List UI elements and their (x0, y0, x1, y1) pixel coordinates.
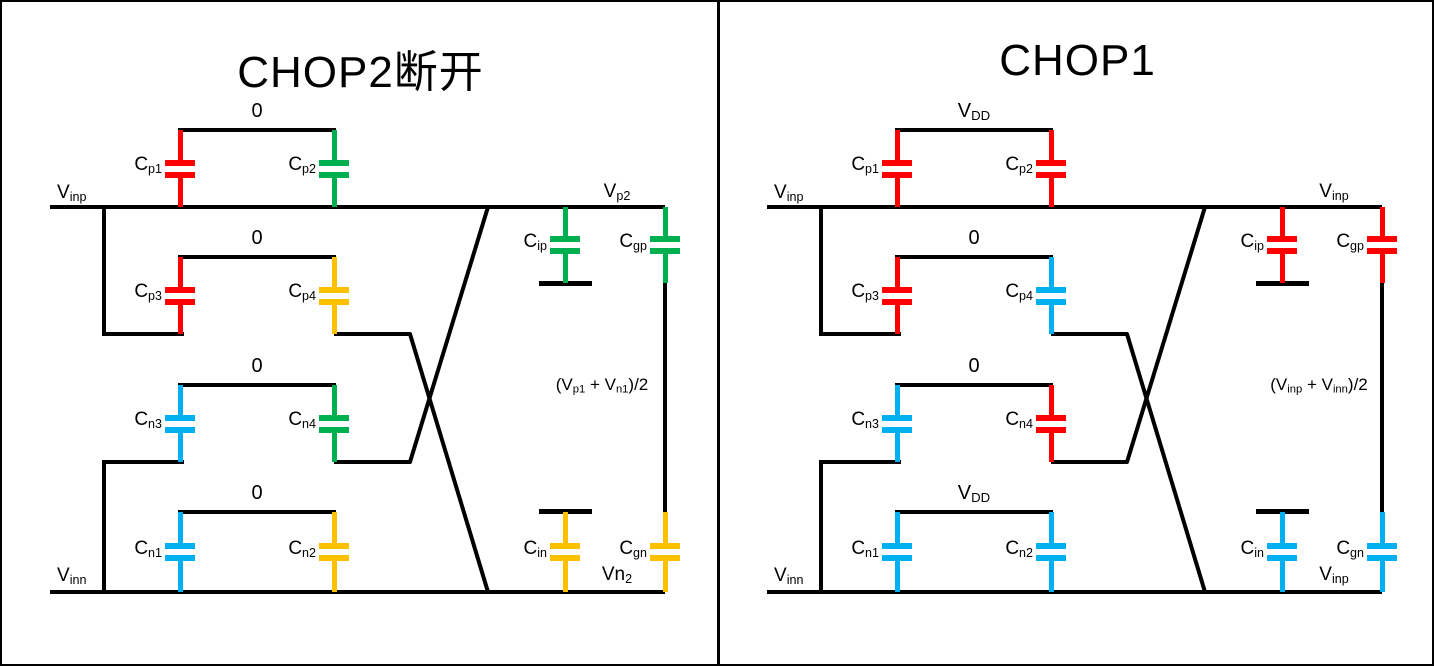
capacitor-label-cp1: Cp1 (134, 154, 162, 176)
capacitor-cp4 (319, 257, 349, 334)
capacitor-label-cip: Cip (1240, 231, 1265, 253)
capacitor-label-cgp: Cgp (1336, 231, 1364, 253)
wire-branch-upper (102, 205, 106, 336)
bar-label-row1: VDD (957, 100, 991, 123)
wire-branch-upper (819, 205, 823, 336)
capacitor-label-cp4: Cp4 (1005, 281, 1033, 303)
node-label-top-right: Vinp (1319, 181, 1349, 203)
panel-title: CHOP2断开 (237, 48, 484, 97)
common-mode-label: (Vinp + Vinn)/2 (1270, 375, 1368, 396)
bar-label-row2: 0 (968, 227, 980, 249)
node-label-top-left: Vinp (774, 182, 804, 204)
common-mode-label: (Vp1 + Vn1)/2 (555, 375, 649, 396)
capacitor-label-cip: Cip (523, 231, 548, 253)
wire-cin-terminal (539, 509, 592, 514)
wire-bar-row2 (895, 255, 1053, 259)
capacitor-cp1 (882, 130, 912, 207)
panel-divider (717, 2, 720, 664)
wire-bar-row1 (178, 128, 336, 132)
capacitor-cn2 (319, 512, 349, 592)
node-label-bottom-right: Vn2 (601, 564, 633, 586)
capacitor-cp1 (165, 130, 195, 207)
capacitor-cn4 (319, 385, 349, 462)
capacitor-label-cgn: Cgn (1336, 538, 1364, 560)
bar-label-row3: 0 (968, 355, 980, 377)
capacitor-cn4 (1036, 385, 1066, 462)
panel-chop1: CHOP1 Cp1 Cp2 Cp3 (719, 2, 1432, 664)
capacitor-label-cp3: Cp3 (851, 281, 879, 303)
wire-branch-lower (102, 460, 106, 594)
capacitor-cn1 (165, 512, 195, 592)
capacitor-cip (550, 207, 580, 283)
capacitor-label-cn3: Cn3 (851, 409, 879, 431)
wire-row2-left-seg (102, 332, 184, 336)
capacitor-cn3 (882, 385, 912, 462)
capacitor-cgp (1367, 207, 1397, 283)
capacitor-label-cgn: Cgn (619, 538, 647, 560)
wire-cgp-cgn-link (1380, 281, 1384, 512)
capacitor-label-cn2: Cn2 (288, 538, 316, 560)
capacitor-cin (550, 512, 580, 592)
bar-label-row2: 0 (251, 227, 263, 249)
capacitor-label-cn1: Cn1 (134, 538, 162, 560)
capacitor-label-cin: Cin (523, 538, 548, 560)
wire-cin-terminal (1256, 509, 1309, 514)
capacitor-label-cp3: Cp3 (134, 281, 162, 303)
capacitor-cp2 (1036, 130, 1066, 207)
wire-row3-left-seg (819, 460, 901, 464)
capacitor-label-cin: Cin (1240, 538, 1265, 560)
capacitor-cp2 (319, 130, 349, 207)
wire-cip-terminal (1256, 281, 1309, 286)
capacitor-label-cp2: Cp2 (1005, 154, 1033, 176)
bar-label-row1: 0 (251, 100, 263, 122)
capacitor-label-cp1: Cp1 (851, 154, 879, 176)
capacitor-label-cgp: Cgp (619, 231, 647, 253)
wire-bar-row1 (895, 128, 1053, 132)
capacitor-label-cn4: Cn4 (1005, 409, 1033, 431)
node-label-top-left: Vinp (57, 182, 87, 204)
wire-bar-row3 (178, 383, 336, 387)
panel-chop2: CHOP2断开 Cp1 Cp2 Cp3 (2, 2, 719, 664)
capacitor-label-cn2: Cn2 (1005, 538, 1033, 560)
wire-row2-left-seg (819, 332, 901, 336)
capacitor-cp4 (1036, 257, 1066, 334)
capacitor-label-cp4: Cp4 (288, 281, 316, 303)
panel-title: CHOP1 (999, 36, 1156, 85)
crossover-wire-down (1051, 332, 1207, 593)
bar-label-row4: 0 (251, 482, 263, 504)
wire-bar-row4 (895, 510, 1053, 514)
capacitor-cip (1267, 207, 1297, 283)
bar-label-row3: 0 (251, 355, 263, 377)
capacitor-cin (1267, 512, 1297, 592)
capacitor-cgp (650, 207, 680, 283)
capacitor-label-cn1: Cn1 (851, 538, 879, 560)
node-label-top-right: Vp2 (603, 181, 631, 203)
capacitor-cgn (650, 512, 680, 592)
capacitor-cgn (1367, 512, 1397, 592)
crossover-wire-down (334, 332, 490, 593)
capacitor-cp3 (882, 257, 912, 334)
wire-bar-row4 (178, 510, 336, 514)
capacitor-cn3 (165, 385, 195, 462)
capacitor-label-cp2: Cp2 (288, 154, 316, 176)
bar-label-row4: VDD (957, 482, 991, 505)
wire-bar-row3 (895, 383, 1053, 387)
node-label-bottom-left: Vinn (57, 565, 87, 587)
crossover-wire-up (334, 206, 490, 464)
capacitor-cp3 (165, 257, 195, 334)
capacitor-cn2 (1036, 512, 1066, 592)
capacitor-label-cn3: Cn3 (134, 409, 162, 431)
capacitor-label-cn4: Cn4 (288, 409, 316, 431)
wire-cip-terminal (539, 281, 592, 286)
wire-cgp-cgn-link (663, 281, 667, 512)
node-label-bottom-left: Vinn (774, 565, 804, 587)
capacitor-cn1 (882, 512, 912, 592)
node-label-bottom-right: Vinp (1319, 564, 1349, 586)
wire-branch-lower (819, 460, 823, 594)
wire-row3-left-seg (102, 460, 184, 464)
crossover-wire-up (1051, 206, 1207, 464)
wire-bar-row2 (178, 255, 336, 259)
